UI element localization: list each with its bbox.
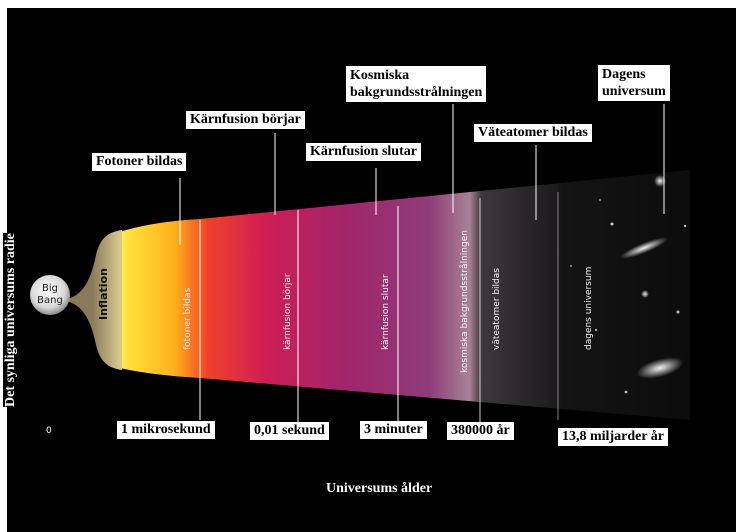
y-axis-label: Det synliga universums radie <box>3 233 19 407</box>
inflation-label: Inflation <box>97 268 110 320</box>
label-dagens-universum: Dagens universum <box>598 65 670 101</box>
label-kosmiska-line-1: Kosmiska <box>350 68 410 83</box>
star-field <box>570 175 687 394</box>
star-2 <box>610 222 614 226</box>
axis-origin-label: 0 <box>46 426 52 436</box>
star-4 <box>594 328 598 332</box>
band-text-kosmiska: kosmiska bakgrundsstrålningen <box>460 230 470 373</box>
star-5 <box>624 390 628 394</box>
star-6 <box>570 265 572 267</box>
label-karnfusion-borjar: Kärnfusion börjar <box>186 111 305 129</box>
inflation-shape <box>62 230 122 370</box>
star-bright-top <box>654 175 666 187</box>
band-text-fotoner: fotoner bildas <box>183 287 193 350</box>
time-label-mikrosekund: 1 mikrosekund <box>117 421 215 439</box>
time-label-ar: 380000 år <box>447 422 514 440</box>
label-kosmiska: Kosmiska bakgrundsstrålningen <box>346 66 487 102</box>
connector-lines <box>179 104 665 422</box>
band-text-karnfusion-slutar: kärnfusion slutar <box>381 274 391 350</box>
galaxy-1 <box>619 237 669 259</box>
star-3 <box>676 310 680 314</box>
label-fotoner-bildas: Fotoner bildas <box>92 153 187 171</box>
big-bang-text-2: Bang <box>37 295 63 306</box>
label-vateatomer-bildas: Väteatomer bildas <box>474 124 592 142</box>
band-text-dagens: dagens universum <box>584 266 594 350</box>
time-label-sekund: 0,01 sekund <box>250 422 329 440</box>
star-7 <box>683 224 687 228</box>
universe-band <box>120 170 690 420</box>
big-bang-text-1: Big <box>42 283 58 294</box>
star-1 <box>641 290 649 298</box>
label-kosmiska-line-2: bakgrundsstrålningen <box>350 85 483 100</box>
label-dagens-line-1: Dagens <box>602 67 646 82</box>
galaxy-2 <box>636 357 684 379</box>
time-label-miljarder: 13,8 miljarder år <box>558 428 668 446</box>
big-bang-sphere <box>30 275 70 315</box>
time-label-minuter: 3 minuter <box>360 421 427 439</box>
x-axis-label: Universums ålder <box>326 481 433 496</box>
band-text-karnfusion-borjar: kärnfusion börjar <box>283 273 293 350</box>
big-bang-label: Big Bang <box>30 275 70 315</box>
band-text-vateatomer: väteatomer bildas <box>492 268 502 350</box>
label-karnfusion-slutar: Kärnfusion slutar <box>306 143 421 161</box>
label-dagens-line-2: universum <box>602 84 666 99</box>
star-8 <box>599 199 601 201</box>
